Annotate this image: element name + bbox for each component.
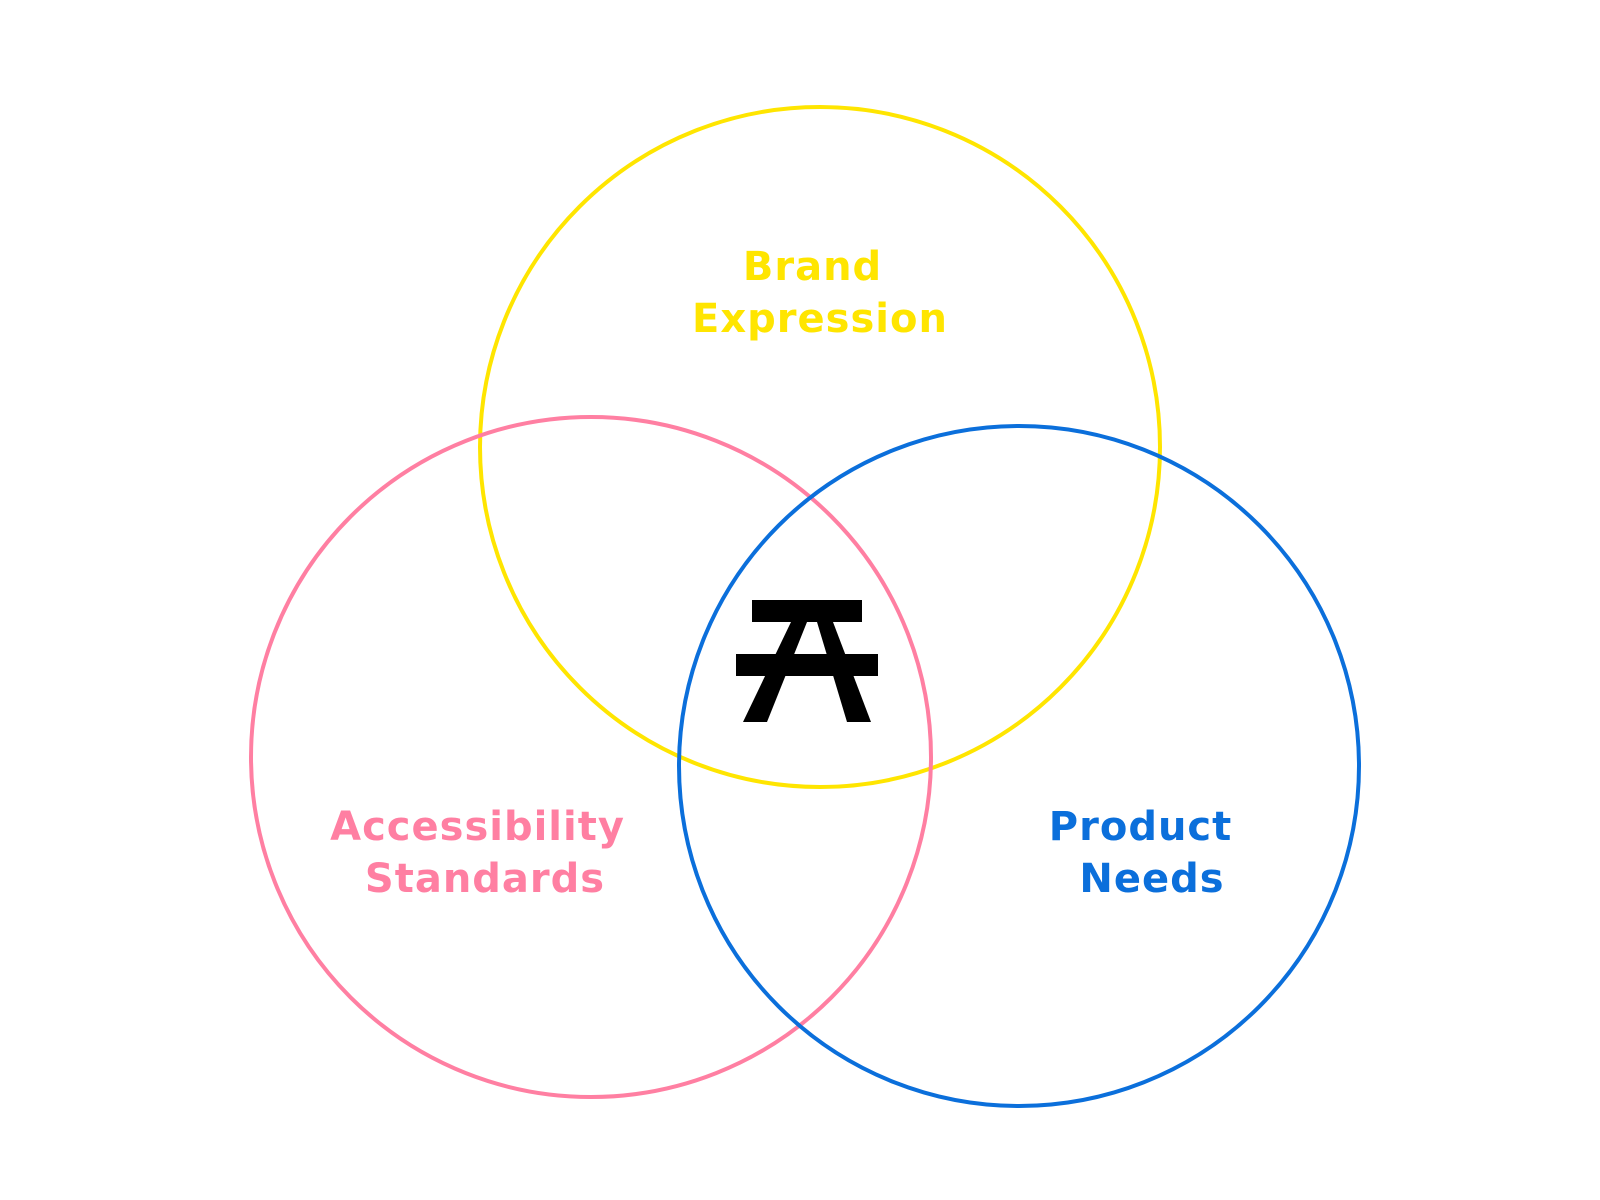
product-needs-label: Product Needs (1049, 804, 1247, 902)
brand-expression-label: Brand Expression (692, 244, 948, 342)
product-needs-label-line-2: Needs (1079, 856, 1224, 902)
brand-expression-label-line-1: Brand (743, 244, 882, 290)
product-needs-label-line-1: Product (1049, 804, 1232, 850)
product-needs-circle (677, 424, 1361, 1108)
picnic-table-icon (736, 600, 878, 722)
accessibility-standards-circle (249, 415, 933, 1099)
accessibility-standards-label-line-2: Standards (365, 856, 605, 902)
accessibility-standards-label: Accessibility Standards (330, 804, 640, 902)
brand-expression-circle (478, 105, 1162, 789)
brand-expression-label-line-2: Expression (692, 296, 948, 342)
accessibility-standards-label-line-1: Accessibility (330, 804, 625, 850)
